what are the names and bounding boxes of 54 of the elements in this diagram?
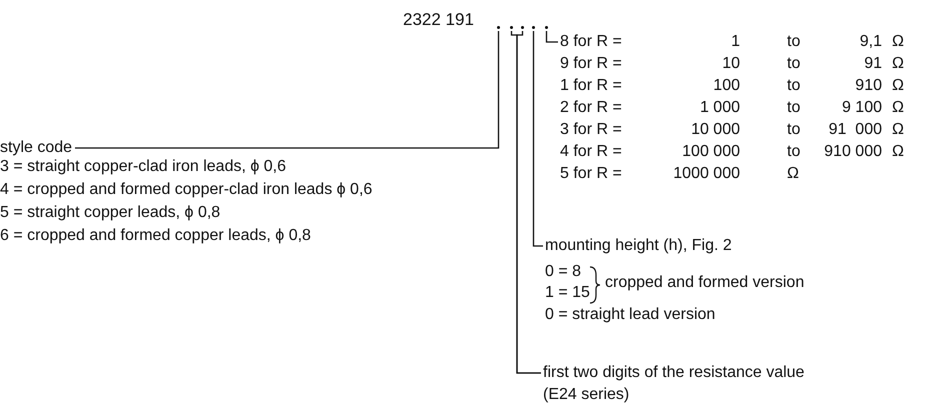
resistance-table-text: Ω: [892, 32, 905, 52]
resistance-table-text: 10: [721, 54, 740, 74]
resistance-table-text: 4 for R =: [560, 142, 623, 162]
style-option-text: 5 = straight copper leads, ϕ 0,8: [0, 203, 220, 223]
resistance-table-text: 9 for R =: [560, 54, 623, 74]
resistance-table-text: Ω: [787, 164, 800, 184]
style-option-text: 4 = cropped and formed copper-clad iron leads ϕ 0,6: [0, 180, 372, 200]
leader-text: mounting height (h), Fig. 2: [545, 236, 732, 256]
resistance-table-text: 5 for R =: [560, 164, 623, 184]
resistance-table-text: 1 for R =: [560, 76, 623, 96]
resistance-table-text: 10 000: [690, 120, 740, 140]
resistance-table-text: to: [787, 98, 802, 118]
version-text: cropped and formed version: [605, 273, 804, 293]
resistance-table-text: to: [787, 32, 802, 52]
resistance-table-text: 1: [730, 32, 740, 52]
resistance-table-text: Ω: [892, 98, 905, 118]
resistance-table-text: 91 000: [828, 120, 882, 140]
resistance-table-text: 910 000: [823, 142, 882, 162]
height-option-text: 1 = 15: [545, 283, 590, 303]
digit-position-dot: [544, 26, 548, 29]
resistance-table-text: 1000 000: [672, 164, 740, 184]
resistance-table-text: to: [787, 76, 802, 96]
resistance-table-text: 2 for R =: [560, 98, 623, 118]
digit-position-dot: [532, 26, 534, 29]
resistance-table-text: 9 100: [840, 98, 882, 118]
style-option-text: 6 = cropped and formed copper leads, ϕ 0,8: [0, 226, 311, 246]
resistance-table-text: to: [787, 120, 802, 140]
resistance-table-text: 100 000: [681, 142, 740, 162]
resistance-table-text: Ω: [892, 76, 905, 96]
style-option-text: 3 = straight copper-clad iron leads, ϕ 0,6: [0, 157, 286, 177]
resistance-table-text: 910: [854, 76, 882, 96]
resistance-table-text: 100: [712, 76, 740, 96]
leader-line: [75, 31, 500, 149]
resistance-table-text: to: [787, 142, 802, 162]
leader-text: first two digits of the resistance value (E24 series): [543, 362, 815, 406]
digit-position-dot: [520, 26, 524, 29]
resistance-table-text: 91: [863, 54, 882, 74]
resistance-table-text: Ω: [892, 54, 905, 74]
version-text: 0 = straight lead version: [545, 305, 716, 325]
leader-line: [546, 31, 558, 43]
leader-line: [516, 31, 541, 374]
resistance-table-text: 9,1: [858, 32, 882, 52]
resistance-table-text: 8 for R =: [560, 32, 623, 52]
leader-line: [532, 31, 543, 247]
digit-position-dot: [496, 26, 500, 29]
resistance-table-text: to: [787, 54, 802, 74]
leader-text: style code: [0, 138, 72, 158]
digit-position-dot: [510, 26, 512, 29]
part-number-text: 2322 191: [403, 10, 474, 30]
resistance-table-text: 1 000: [698, 98, 740, 118]
resistance-table-text: Ω: [892, 142, 905, 162]
resistance-table-text: Ω: [892, 120, 905, 140]
resistance-table-text: 3 for R =: [560, 120, 623, 140]
height-option-text: 0 = 8: [545, 262, 582, 282]
